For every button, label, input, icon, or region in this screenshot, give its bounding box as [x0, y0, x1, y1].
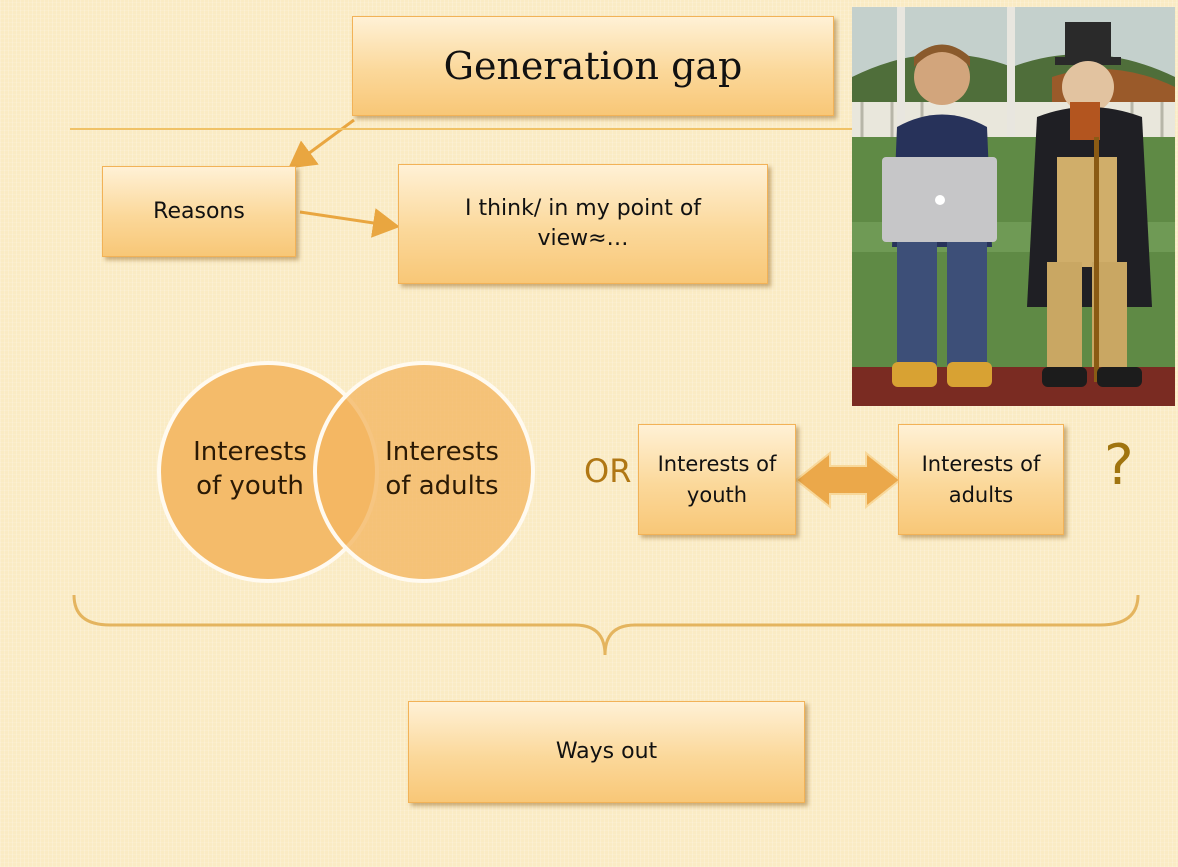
or-label: OR [584, 452, 632, 490]
question-mark: ? [1104, 433, 1134, 498]
painting-image [852, 7, 1175, 406]
opinion-box: I think/ in my point of view≈… [398, 164, 768, 284]
curly-brace [72, 594, 1140, 656]
arrow-reasons-to-opinion [299, 208, 400, 238]
venn-circle-adults [313, 361, 535, 583]
compare-box-youth: Interests of youth [638, 424, 796, 535]
page-title: Generation gap [352, 16, 834, 116]
compare-box-adults: Interests of adults [898, 424, 1064, 535]
venn-label-adults: Interests of adults [385, 437, 499, 501]
painting-illustration [852, 7, 1175, 406]
title-divider-line [70, 128, 860, 130]
double-arrow [794, 450, 902, 510]
arrow-title-to-reasons [288, 118, 355, 169]
reasons-box: Reasons [102, 166, 296, 257]
venn-label-youth: Interests of youth [193, 437, 307, 501]
ways-out-box: Ways out [408, 701, 805, 803]
